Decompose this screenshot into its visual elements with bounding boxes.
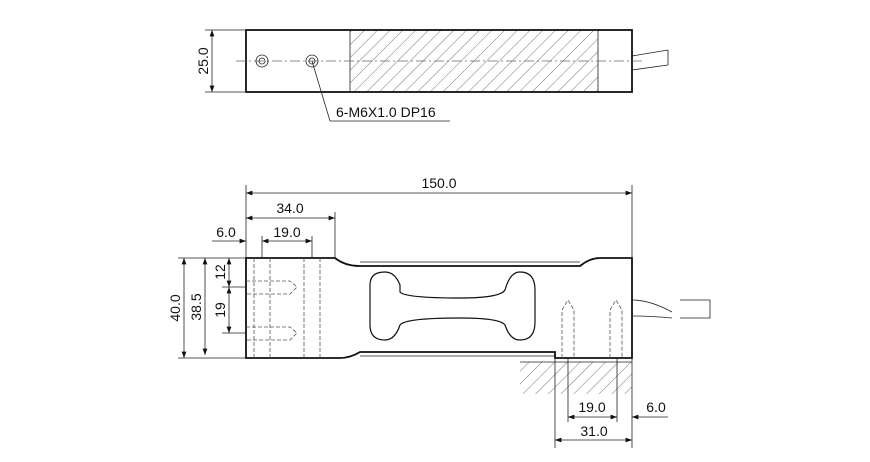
dim-40: 40.0 (167, 294, 183, 321)
hole-callout: 6-M6X1.0 DP16 (336, 104, 436, 120)
top-view: 25.0 6-M6X1.0 DP16 (195, 29, 669, 122)
leader-line (311, 60, 450, 122)
dim-34: 34.0 (276, 200, 303, 216)
dim-19-right: 19.0 (578, 399, 605, 415)
dim-38-5: 38.5 (188, 293, 204, 320)
dim-19-left: 19.0 (273, 224, 300, 240)
hole (305, 54, 319, 68)
dim-6-right: 6.0 (646, 399, 666, 415)
front-view: 150.0 34.0 6.0 19.0 40.0 38.5 12 19 19.0… (167, 175, 711, 448)
hole (255, 54, 269, 68)
ground-hatch (520, 362, 632, 394)
dim-150: 150.0 (421, 175, 456, 191)
dim-12: 12 (212, 264, 228, 280)
dim-6-left: 6.0 (216, 224, 236, 240)
dim-25: 25.0 (195, 47, 211, 74)
dim-19-v: 19 (212, 302, 228, 318)
dim-31: 31.0 (580, 423, 607, 439)
front-body (245, 257, 633, 359)
cable (631, 49, 669, 71)
dogbone-slot (369, 271, 536, 341)
